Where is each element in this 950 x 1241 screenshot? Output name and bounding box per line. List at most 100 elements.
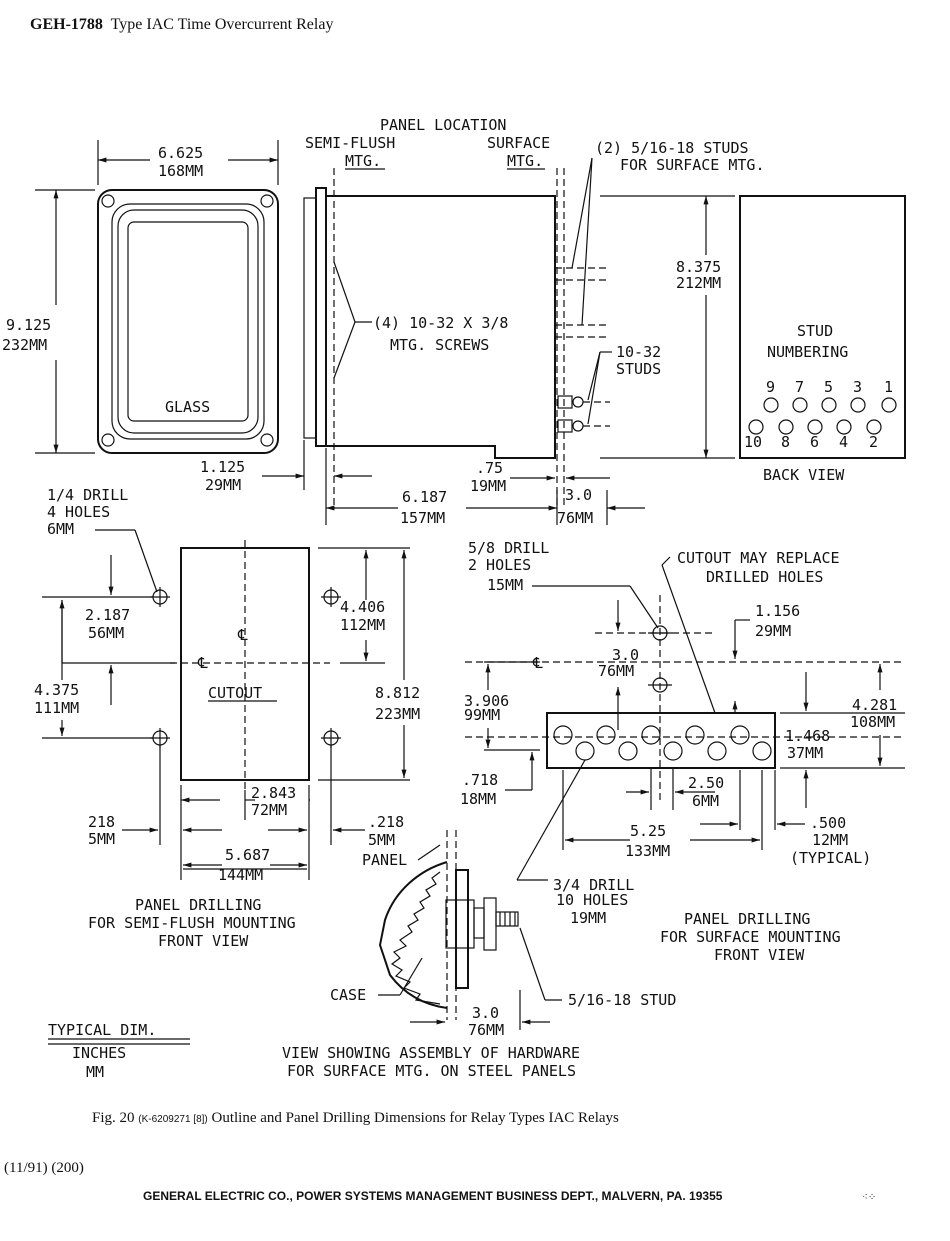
side-height-mm: 212MM — [676, 274, 721, 292]
cutout-note-2: DRILLED HOLES — [706, 568, 823, 586]
semi-flush-mtg-label: MTG. — [345, 152, 381, 170]
surface-label: SURFACE — [487, 134, 550, 152]
stud-number: 5 — [824, 378, 833, 396]
back-view: STUD NUMBERING 9 7 5 3 1 10 8 6 4 2 BACK… — [739, 195, 906, 484]
assembly-title-2: FOR SURFACE MTG. ON STEEL PANELS — [287, 1062, 576, 1080]
stud-number: 2 — [869, 433, 878, 451]
studs-1032-callout-2: STUDS — [616, 360, 661, 378]
dim-4375-mm: 111MM — [34, 699, 79, 717]
stud-number: 9 — [766, 378, 775, 396]
semi-flush-title-1: PANEL DRILLING — [135, 896, 261, 914]
footer-publisher: GENERAL ELECTRIC CO., POWER SYSTEMS MANA… — [143, 1189, 723, 1203]
dim-250-in: 2.50 — [688, 774, 724, 792]
dim-2843-in: 2.843 — [251, 784, 296, 802]
assembly-title-1: VIEW SHOWING ASSEMBLY OF HARDWARE — [282, 1044, 580, 1062]
stud-number: 7 — [795, 378, 804, 396]
dim-718-in: .718 — [462, 771, 498, 789]
front-height-mm: 232MM — [2, 336, 47, 354]
typical-label: (TYPICAL) — [790, 849, 871, 867]
surface-centerline: ℄ — [532, 654, 543, 672]
corner-mark: ⁖⁘ — [862, 1192, 877, 1203]
studs-callout-1: (2) 5/16-18 STUDS — [595, 139, 749, 157]
stud-label: 5/16-18 STUD — [568, 991, 676, 1009]
stud-row-top: 9 7 5 3 1 — [763, 378, 897, 413]
drill-34-1: 3/4 DRILL — [553, 876, 634, 894]
caption-fig: Fig. 20 — [92, 1110, 135, 1126]
dim-8812-in: 8.812 — [375, 684, 420, 702]
glass-label: GLASS — [165, 398, 210, 416]
stud-numbering-1: STUD — [797, 322, 833, 340]
dim-218-left-mm: 5MM — [88, 830, 115, 848]
dim-s30-in: 3.0 — [612, 646, 639, 664]
drill-14-3: 6MM — [47, 520, 74, 538]
dim-1468-mm: 37MM — [787, 744, 823, 762]
front-view: GLASS 6.625 168MM 9.125 232MM — [2, 140, 279, 454]
side-height-in: 8.375 — [676, 258, 721, 276]
stud-number: 4 — [839, 433, 848, 451]
dim-a30-mm: 76MM — [468, 1021, 504, 1039]
dim-3906-mm: 99MM — [464, 706, 500, 724]
dim-500-mm: 12MM — [812, 831, 848, 849]
screws-callout-1: (4) 10-32 X 3/8 — [373, 314, 508, 332]
studs-callout-2: FOR SURFACE MTG. — [620, 156, 765, 174]
dim-3906-in: 3.906 — [464, 692, 509, 710]
screws-callout-2: MTG. SCREWS — [390, 336, 489, 354]
semi-flush-title-2: FOR SEMI-FLUSH MOUNTING — [88, 914, 296, 932]
dim-218-left-in: 218 — [88, 813, 115, 831]
dim-30-mm: 76MM — [557, 509, 593, 527]
dim-5687-mm: 144MM — [218, 866, 263, 884]
figure-caption: Fig. 20 (K-6209271 [8]) Outline and Pane… — [92, 1110, 619, 1127]
dim-718-mm: 18MM — [460, 790, 496, 808]
dim-075-mm: 19MM — [470, 477, 506, 495]
centerline-h: ℄ — [197, 654, 208, 672]
dim-500-in: .500 — [810, 814, 846, 832]
back-view-label: BACK VIEW — [763, 466, 845, 484]
dim-30-in: 3.0 — [565, 486, 592, 504]
case-label: CASE — [330, 986, 366, 1004]
dim-525-in: 5.25 — [630, 822, 666, 840]
caption-ref: (K-6209271 [8]) — [138, 1114, 208, 1125]
date-code: (11/91) (200) — [4, 1160, 84, 1176]
stud-number: 1 — [884, 378, 893, 396]
dim-1125-in: 1.125 — [200, 458, 245, 476]
dim-6187-mm: 157MM — [400, 509, 445, 527]
dim-4375-in: 4.375 — [34, 681, 79, 699]
surface-drilling: 5/8 DRILL 2 HOLES 15MM CUTOUT MAY REPLAC… — [460, 539, 905, 964]
dim-2843-mm: 72MM — [251, 801, 287, 819]
doc-code: GEH-1788 — [30, 16, 103, 33]
dim-5687-in: 5.687 — [225, 846, 270, 864]
dim-8812-mm: 223MM — [375, 705, 420, 723]
drill-14-1: 1/4 DRILL — [47, 486, 128, 504]
dim-250-mm: 6MM — [692, 792, 719, 810]
drill-holes-row-top — [553, 725, 750, 745]
dim-a30-in: 3.0 — [472, 1004, 499, 1022]
dim-525-mm: 133MM — [625, 842, 670, 860]
dim-218-right-mm: 5MM — [368, 831, 395, 849]
centerline-v: ℄ — [237, 626, 248, 644]
stud-number: 10 — [744, 433, 762, 451]
semi-flush-drilling: 1/4 DRILL 4 HOLES 6MM ℄ ℄ CUTOUT 2.187 5… — [34, 486, 420, 950]
stud-row-bottom: 10 8 6 4 2 — [744, 419, 882, 451]
stud-number: 6 — [810, 433, 819, 451]
page-header: GEH-1788 Type IAC Time Overcurrent Relay — [30, 16, 333, 34]
stud-number: 3 — [853, 378, 862, 396]
drill-58-3: 15MM — [487, 576, 523, 594]
legend-mm: MM — [86, 1063, 104, 1081]
surface-title-1: PANEL DRILLING — [684, 910, 810, 928]
dim-4281-mm: 108MM — [850, 713, 895, 731]
cutout-note-1: CUTOUT MAY REPLACE — [677, 549, 840, 567]
caption-text: Outline and Panel Drilling Dimensions fo… — [211, 1110, 619, 1126]
surface-title-2: FOR SURFACE MOUNTING — [660, 928, 841, 946]
dim-4406-mm: 112MM — [340, 616, 385, 634]
front-width-in: 6.625 — [158, 144, 203, 162]
dim-2187-in: 2.187 — [85, 606, 130, 624]
dim-1125-mm: 29MM — [205, 476, 241, 494]
dim-075-in: .75 — [476, 459, 503, 477]
dim-1468-in: 1.468 — [785, 727, 830, 745]
drill-14-2: 4 HOLES — [47, 503, 110, 521]
studs-1032-callout-1: 10-32 — [616, 343, 661, 361]
semi-flush-label: SEMI-FLUSH — [305, 134, 395, 152]
drill-holes-row-bottom — [575, 741, 772, 761]
dim-1156-in: 1.156 — [755, 602, 800, 620]
